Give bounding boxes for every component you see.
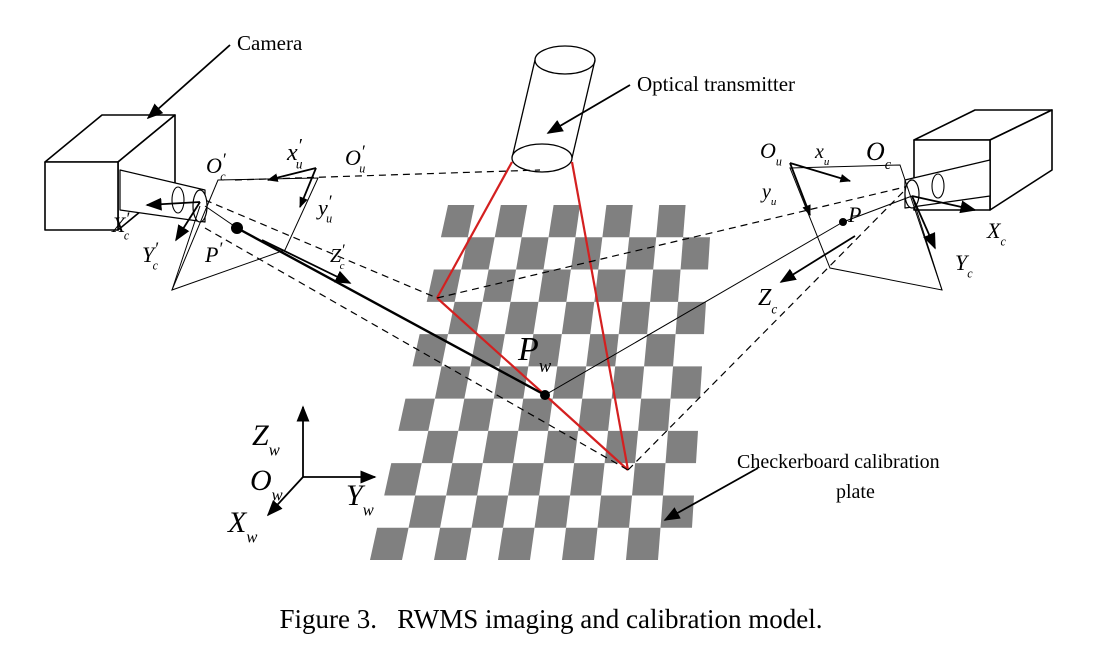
checker-square (434, 366, 471, 399)
checker-square (482, 269, 517, 302)
checker-square (594, 269, 626, 302)
checker-square (543, 430, 579, 464)
checker-square (434, 527, 472, 560)
checker-square (570, 237, 603, 270)
checker-square (470, 334, 505, 367)
checker-square (471, 495, 509, 528)
left-cam-y-symbol: Y′c (142, 238, 159, 272)
world-y-symbol: Yw (346, 479, 374, 520)
checker-square (440, 205, 475, 238)
left-cam-x-symbol: X′c (111, 208, 130, 242)
checker-square (528, 334, 562, 367)
right-img-x-symbol: xu (814, 141, 830, 168)
checker-square (578, 398, 612, 431)
checker-square (534, 495, 571, 528)
right-point-symbol: P (847, 202, 861, 227)
checker-square (494, 205, 528, 238)
laser-beams (436, 161, 630, 471)
checker-square (370, 527, 409, 560)
checker-square (518, 398, 553, 431)
world-point (540, 390, 550, 400)
points (231, 218, 847, 400)
checker-square (644, 334, 676, 367)
right-image-axes (789, 162, 852, 217)
checker-square (680, 237, 710, 270)
checker-square (408, 495, 447, 528)
checker-square (597, 495, 633, 528)
checker-square (508, 463, 544, 496)
left-cam-origin-symbol: O′c (206, 149, 227, 183)
checker-square (670, 366, 702, 399)
checker-square (482, 430, 519, 464)
checkerboard-label-line2: plate (836, 481, 875, 503)
caption-text: RWMS imaging and calibration model. (397, 604, 823, 634)
checker-square (548, 205, 580, 238)
caption-number: Figure 3. (279, 604, 378, 634)
checker-square (632, 463, 666, 496)
checker-square (493, 366, 529, 399)
checker-square (626, 527, 661, 560)
right-cam-x-symbol: Xc (986, 218, 1006, 249)
left-img-x-symbol: x′u (286, 136, 303, 172)
left-image-point (231, 222, 243, 234)
right-cam-z-symbol: Zc (758, 285, 777, 316)
right-img-y-symbol: yu (760, 181, 777, 208)
left-img-y-symbol: y′u (316, 191, 333, 225)
checker-square (675, 301, 706, 335)
checker-square (638, 398, 671, 431)
checker-square (611, 366, 645, 399)
right-cam-y-symbol: Yc (955, 250, 973, 281)
checker-square (656, 205, 686, 238)
checker-square (412, 334, 449, 367)
checker-square (570, 463, 605, 496)
right-camera-axes (779, 195, 977, 283)
checker-square (561, 301, 595, 335)
right-img-origin-symbol: Ou (760, 138, 782, 169)
checker-square (602, 205, 633, 238)
world-z-symbol: Zw (252, 419, 280, 460)
right-image-point (839, 218, 847, 226)
right-cam-origin-symbol: Oc (866, 137, 892, 173)
checker-square (384, 463, 422, 496)
world-origin-symbol: Ow (250, 464, 283, 505)
left-cam-z-symbol: Z′c (330, 242, 345, 272)
left-camera (44, 114, 208, 231)
left-camera-axes (145, 197, 352, 284)
checker-square (504, 301, 539, 335)
checker-square (562, 527, 598, 560)
checker-square (498, 527, 535, 560)
checker-square (398, 398, 435, 431)
callout-arrows (146, 44, 759, 521)
checker-square (618, 301, 651, 335)
checker-square (650, 269, 681, 302)
checkerboard-plate (370, 205, 710, 560)
checker-square (660, 495, 694, 528)
left-point-symbol: P′ (204, 238, 223, 267)
optical-transmitter (511, 45, 596, 173)
checker-square (516, 237, 549, 270)
checker-square (446, 463, 483, 496)
checker-square (665, 430, 698, 464)
world-axes (266, 405, 377, 517)
left-image-axes (266, 167, 317, 208)
checker-square (538, 269, 571, 302)
checker-square (448, 301, 483, 335)
checker-square (552, 366, 587, 399)
checker-square (586, 334, 619, 367)
optical-transmitter-label: Optical transmitter (637, 72, 795, 96)
figure-caption: Figure 3. RWMS imaging and calibration m… (0, 604, 1102, 635)
checkerboard-label-line1: Checkerboard calibration (737, 451, 940, 473)
checker-square (625, 237, 657, 270)
image-rays (204, 195, 913, 397)
calibration-diagram: Camera Optical transmitter Checkerboard … (44, 31, 1053, 560)
checker-square (458, 398, 494, 431)
left-img-origin-symbol: O′u (345, 141, 366, 175)
right-camera (904, 109, 1053, 211)
world-x-symbol: Xw (227, 506, 257, 547)
checker-square (461, 237, 495, 270)
left-image-plane (171, 177, 319, 291)
camera-label: Camera (237, 31, 303, 55)
checker-square (421, 430, 459, 464)
